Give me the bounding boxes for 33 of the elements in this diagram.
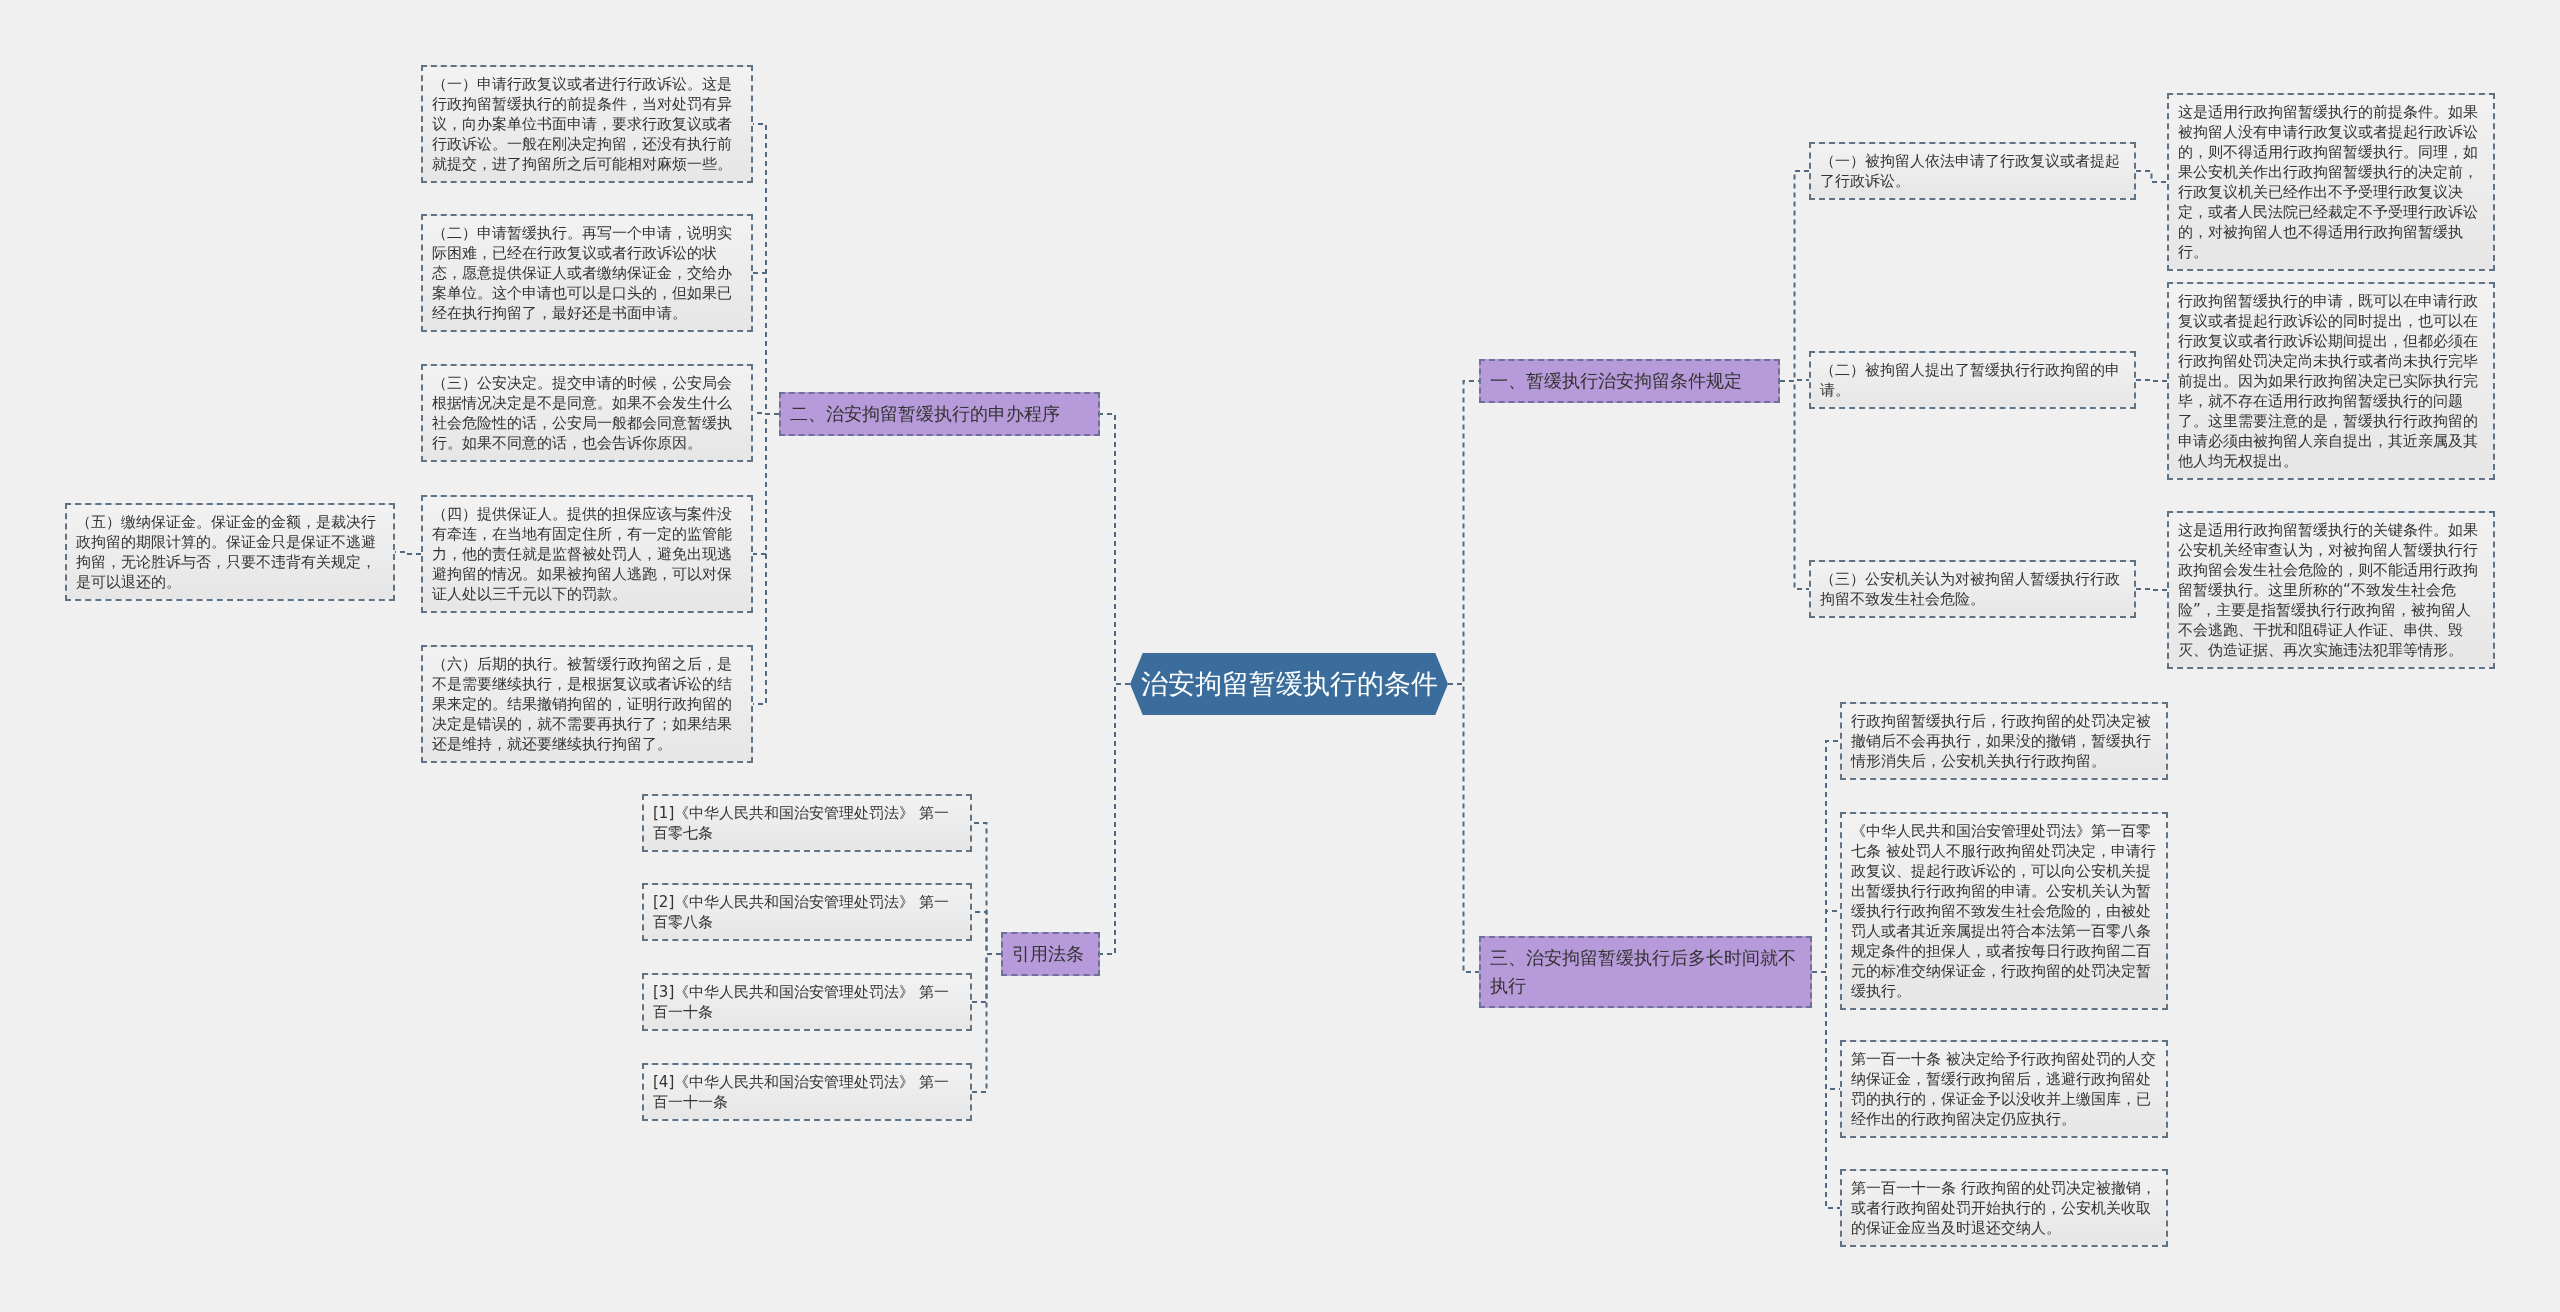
text-box: 行政拘留暂缓执行后，行政拘留的处罚决定被撤销后不会再执行，如果没的撤销，暂缓执行情形消失后，公安机关执行行政拘留。 xyxy=(1840,702,2168,780)
text-box: 行政拘留暂缓执行的申请，既可以在申请行政复议或者提起行政诉讼的同时提出，也可以在行政复议或者行政诉讼期间提出，但都必须在行政拘留处罚决定尚未执行或者尚未执行完毕前提出。因为如果行政拘留决定已实际执行完毕，就不存在适用行政拘留暂缓执行的问题了。这里需要注意的是，暂缓执行行政拘留的申请必须由被拘留人亲自提出，其近亲属及其他人均无权提出。 xyxy=(2167,282,2495,480)
text-box: 第一百一十一条 行政拘留的处罚决定被撤销，或者行政拘留处罚开始执行的，公安机关收取的保证金应当及时退还交纳人。 xyxy=(1840,1169,2168,1247)
topic-box: 二、治安拘留暂缓执行的申办程序 xyxy=(779,392,1100,436)
text-box: （一）被拘留人依法申请了行政复议或者提起了行政诉讼。 xyxy=(1809,142,2136,200)
text-box: （二）申请暂缓执行。再写一个申请，说明实际困难，已经在行政复议或者行政诉讼的状态，愿意提供保证人或者缴纳保证金，交给办案单位。这个申请也可以是口头的，但如果已经在执行拘留了，最好还是书面申请。 xyxy=(421,214,753,332)
text-box: （六）后期的执行。被暂缓行政拘留之后，是不是需要继续执行，是根据复议或者诉讼的结果来定的。结果撤销拘留的，证明行政拘留的决定是错误的，就不需要再执行了；如果结果还是维持，就还要继续执行拘留了。 xyxy=(421,645,753,763)
text-box: （二）被拘留人提出了暂缓执行行政拘留的申请。 xyxy=(1809,351,2136,409)
connector-line xyxy=(2135,379,2168,382)
connector-line xyxy=(971,953,1002,1093)
connector-line xyxy=(1779,380,1810,590)
topic-box: 一、暂缓执行治安拘留条件规定 xyxy=(1479,359,1780,403)
text-box: [4]《中华人民共和国治安管理处罚法》 第一百一十一条 xyxy=(642,1063,972,1121)
topic-box: 引用法条 xyxy=(1001,932,1100,976)
text-box: 《中华人民共和国治安管理处罚法》第一百零七条 被处罚人不服行政拘留处罚决定，申请行政复议、提起行政诉讼的，可以向公安机关提出暂缓执行行政拘留的申请。公安机关认为暂缓执行行政拘留不致发生社会危险的，由被处罚人或者其近亲属提出符合本法第一百零八条规定条件的担保人，或者按每日行政拘留二百元的标准交纳保证金，行政拘留的处罚决定暂缓执行。 xyxy=(1840,812,2168,1010)
text-box: （四）提供保证人。提供的担保应该与案件没有牵连，在当地有固定住所，有一定的监管能力，他的责任就是监督被处罚人，避免出现逃避拘留的情况。如果被拘留人逃跑，可以对保证人处以三千元以下的罚款。 xyxy=(421,495,753,613)
text-box: [1]《中华人民共和国治安管理处罚法》 第一百零七条 xyxy=(642,794,972,852)
connector-line xyxy=(1099,683,1131,955)
text-box: （五）缴纳保证金。保证金的金额，是裁决行政拘留的期限计算的。保证金只是保证不逃避拘留，无论胜诉与否，只要不违背有关规定，是可以退还的。 xyxy=(65,503,395,601)
text-box: 这是适用行政拘留暂缓执行的前提条件。如果被拘留人没有申请行政复议或者提起行政诉讼的，则不得适用行政拘留暂缓执行。同理，如果公安机关作出行政拘留暂缓执行的决定前，行政复议机关已经作出不予受理行政复议决定，或者人民法院已经裁定不予受理行政诉讼的，对被拘留人也不得适用行政拘留暂缓执行。 xyxy=(2167,93,2495,271)
text-box: 第一百一十条 被决定给予行政拘留处罚的人交纳保证金，暂缓行政拘留后，逃避行政拘留处罚的执行的，保证金予以没收并上缴国库，已经作出的行政拘留决定仍应执行。 xyxy=(1840,1040,2168,1138)
topic-box: 三、治安拘留暂缓执行后多长时间就不执行 xyxy=(1479,936,1812,1008)
connector-line xyxy=(1447,683,1480,973)
central-topic-hexagon: 治安拘留暂缓执行的条件 xyxy=(1130,653,1448,715)
text-box: [2]《中华人民共和国治安管理处罚法》 第一百零八条 xyxy=(642,883,972,941)
text-box: [3]《中华人民共和国治安管理处罚法》 第一百一十条 xyxy=(642,973,972,1031)
text-box: （一）申请行政复议或者进行行政诉讼。这是行政拘留暂缓执行的前提条件，当对处罚有异议，向办案单位书面申请，要求行政复议或者行政诉讼。一般在刚决定拘留，还没有执行前就提交，进了拘留所之后可能相对麻烦一些。 xyxy=(421,65,753,183)
text-box: （三）公安决定。提交申请的时候，公安局会根据情况决定是不是同意。如果不会发生什么社会危险性的话，公安局一般都会同意暂缓执行。如果不同意的话，也会告诉你原因。 xyxy=(421,364,753,462)
connector-line xyxy=(2135,588,2168,591)
text-box: （三）公安机关认为对被拘留人暂缓执行行政拘留不致发生社会危险。 xyxy=(1809,560,2136,618)
connector-line xyxy=(1811,971,1841,1209)
connector-line xyxy=(2135,170,2168,183)
text-box: 这是适用行政拘留暂缓执行的关键条件。如果公安机关经审查认为，对被拘留人暂缓执行行政拘留会发生社会危险的，则不能适用行政拘留暂缓执行。这里所称的“不致发生社会危险”，主要是指暂缓执行行政拘留，被拘留人不会逃跑、干扰和阻碍证人作证、串供、毁灭、伪造证据、再次实施违法犯罪等情形。 xyxy=(2167,511,2495,669)
